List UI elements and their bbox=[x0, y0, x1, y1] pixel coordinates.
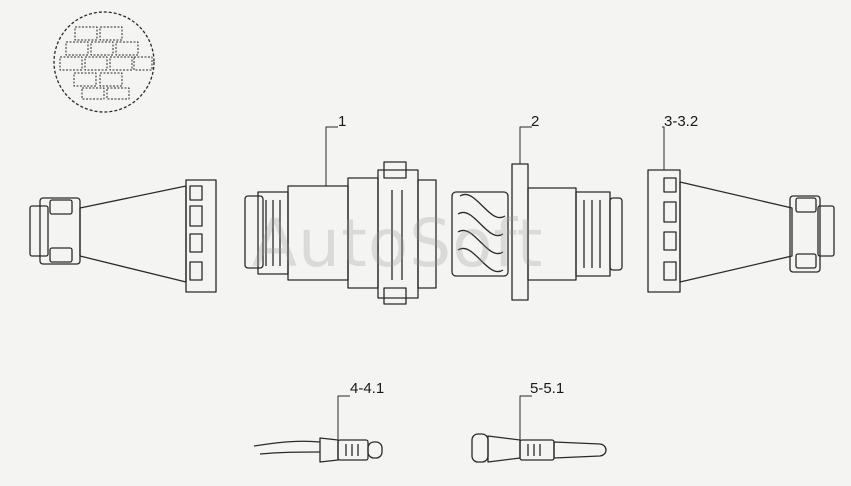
plug-housing-part-1 bbox=[244, 161, 437, 305]
left-boot-with-clamp bbox=[29, 179, 217, 293]
callout-part-3: 3-3.2 bbox=[664, 113, 699, 130]
callout-part-2: 2 bbox=[531, 113, 540, 130]
socket-terminal-part-4 bbox=[253, 437, 383, 463]
pin-layout-circle bbox=[53, 11, 155, 113]
callout-part-5: 5-5.1 bbox=[530, 380, 565, 397]
pin-terminal-part-5 bbox=[471, 433, 607, 463]
callout-part-4: 4-4.1 bbox=[350, 380, 385, 397]
autosoft-watermark: AutoSoft bbox=[252, 205, 544, 282]
callout-part-1: 1 bbox=[338, 113, 347, 130]
right-boot-part-3 bbox=[647, 169, 835, 293]
leader-lines bbox=[325, 126, 665, 440]
